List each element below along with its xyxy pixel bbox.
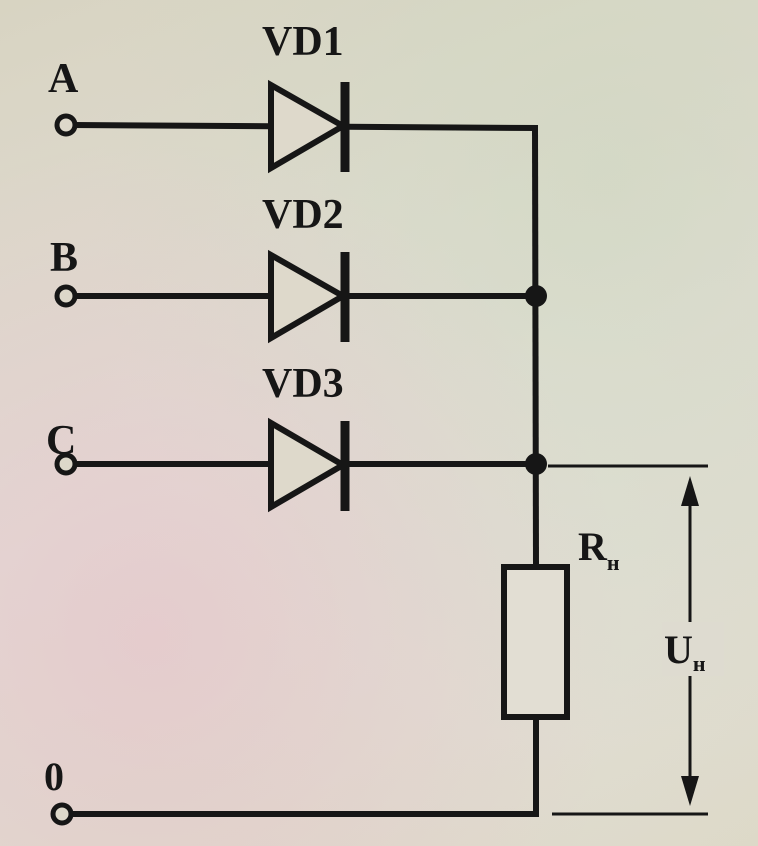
diode-vd2-label: VD2 bbox=[262, 192, 344, 238]
resistor-label-main: R bbox=[578, 524, 608, 569]
diode-vd1-label: VD1 bbox=[262, 19, 344, 65]
resistor-label-sub: н bbox=[607, 550, 620, 575]
voltage-label-sub: н bbox=[693, 651, 706, 676]
terminal-zero-label: 0 bbox=[44, 754, 64, 799]
diode-vd3 bbox=[268, 417, 350, 513]
terminal-zero-circle bbox=[50, 802, 74, 826]
terminal-b-label: B bbox=[50, 235, 78, 281]
terminal-b-circle bbox=[54, 284, 78, 308]
diode-vd3-label: VD3 bbox=[262, 361, 344, 407]
junction-dot-c bbox=[525, 453, 547, 475]
voltage-arrow-up-head bbox=[681, 476, 699, 506]
voltage-label-main: U bbox=[664, 627, 693, 672]
diode-vd1-triangle bbox=[268, 79, 350, 174]
terminal-a-circle bbox=[54, 113, 78, 137]
voltage-label: Uн bbox=[664, 627, 706, 676]
diode-vd3-triangle bbox=[268, 417, 349, 513]
cathode-bus-wire bbox=[531, 124, 540, 571]
junction-dot-b bbox=[525, 285, 547, 307]
terminal-c-circle bbox=[54, 452, 78, 476]
voltage-label-background bbox=[662, 622, 724, 676]
load-resistor bbox=[501, 564, 570, 720]
terminal-a-label: A bbox=[48, 56, 79, 102]
diode-vd1 bbox=[268, 79, 350, 174]
resistor-label: Rн bbox=[578, 524, 620, 575]
voltage-arrow-down-head bbox=[681, 776, 699, 806]
diode-vd2-triangle bbox=[268, 249, 350, 344]
diode-vd2 bbox=[268, 249, 350, 344]
